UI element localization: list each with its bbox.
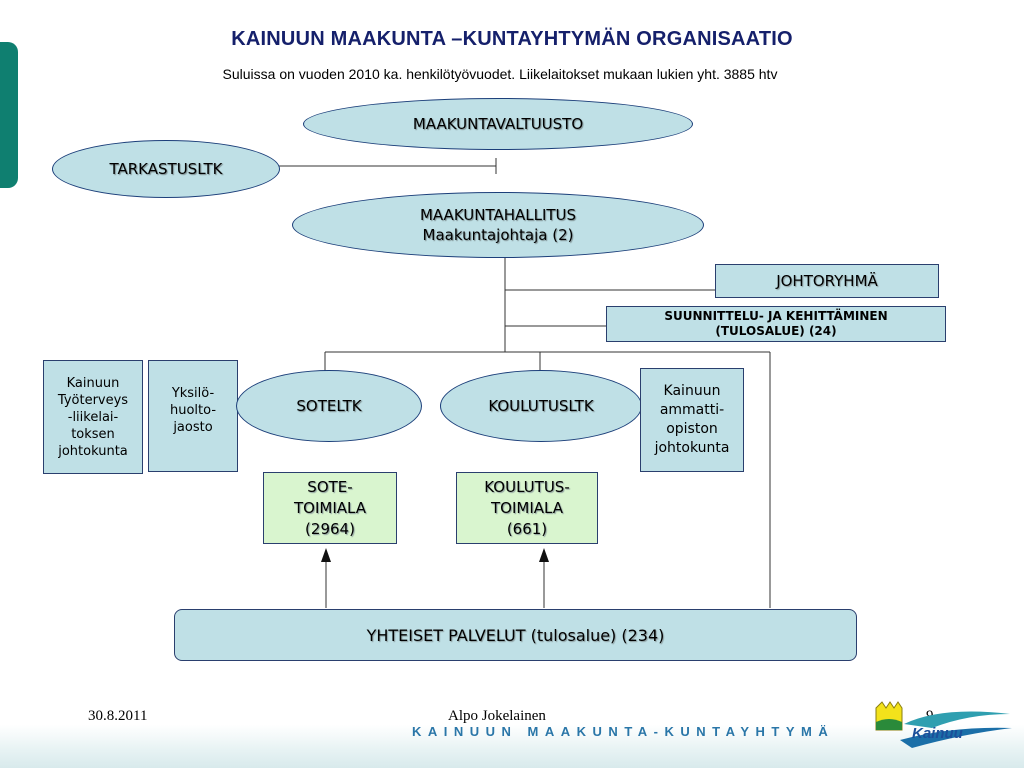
node-tyoterveys: Kainuun Työterveys -liikelai- toksen joh… bbox=[43, 360, 143, 474]
ammattiopisto-line: ammatti- bbox=[659, 402, 725, 418]
node-maakuntavaltuusto: MAAKUNTAVALTUUSTO bbox=[303, 98, 693, 150]
ammattiopisto-line: Kainuun bbox=[663, 383, 721, 399]
side-accent-tab bbox=[0, 42, 18, 188]
logo-text: Kainuu bbox=[912, 725, 963, 742]
node-johtoryhma-label: JOHTORYHMÄ bbox=[776, 272, 878, 290]
footer-brand-text: KAINUUN MAAKUNTA-KUNTAYHTYMÄ bbox=[412, 724, 835, 739]
tyoterveys-line: -liikelai- bbox=[67, 409, 119, 425]
footer-band bbox=[0, 720, 1024, 768]
tyoterveys-line: toksen bbox=[71, 426, 115, 442]
node-maakuntavaltuusto-label: MAAKUNTAVALTUUSTO bbox=[412, 115, 584, 133]
node-suunnittelu-line2: (TULOSALUE) (24) bbox=[715, 324, 837, 338]
page-title: KAINUUN MAAKUNTA –KUNTAYHTYMÄN ORGANISAA… bbox=[231, 28, 793, 50]
footer-author: Alpo Jokelainen bbox=[448, 708, 546, 724]
node-maakuntahallitus: MAAKUNTAHALLITUS Maakuntajohtaja (2) bbox=[292, 192, 704, 258]
node-koulutusltk-label: KOULUTUSLTK bbox=[488, 397, 594, 415]
node-koulutus-toimiala: KOULUTUS- TOIMIALA (661) bbox=[456, 472, 598, 544]
koulutus-toimiala-line: (661) bbox=[506, 519, 548, 538]
node-yksilohuolto: Yksilö- huolto- jaosto bbox=[148, 360, 238, 472]
node-yhteiset-palvelut-label: YHTEISET PALVELUT (tulosalue) (234) bbox=[366, 625, 665, 645]
footer-date: 30.8.2011 bbox=[88, 708, 148, 724]
sote-toimiala-line: SOTE- bbox=[307, 477, 353, 496]
ammattiopisto-line: opiston bbox=[666, 421, 718, 437]
ammattiopisto-line: johtokunta bbox=[654, 440, 730, 456]
node-soteltk: SOTELTK bbox=[236, 370, 422, 442]
node-koulutusltk: KOULUTUSLTK bbox=[440, 370, 642, 442]
node-johtoryhma: JOHTORYHMÄ bbox=[715, 264, 939, 298]
tyoterveys-line: johtokunta bbox=[58, 443, 128, 459]
node-tarkastusltk-label: TARKASTUSLTK bbox=[109, 160, 223, 178]
yksilohuolto-line: jaosto bbox=[173, 420, 213, 435]
yksilohuolto-line: huolto- bbox=[169, 403, 217, 418]
koulutus-toimiala-line: KOULUTUS- bbox=[484, 477, 570, 496]
sote-arrow-head bbox=[321, 548, 331, 562]
node-yhteiset-palvelut: YHTEISET PALVELUT (tulosalue) (234) bbox=[174, 609, 857, 661]
tyoterveys-line: Työterveys bbox=[57, 392, 129, 408]
node-maakuntahallitus-label: MAAKUNTAHALLITUS bbox=[419, 206, 577, 224]
node-soteltk-label: SOTELTK bbox=[296, 397, 362, 415]
sote-toimiala-line: TOIMIALA bbox=[294, 498, 366, 517]
koulutus-arrow-head bbox=[539, 548, 549, 562]
koulutus-toimiala-line: TOIMIALA bbox=[491, 498, 563, 517]
sote-toimiala-line: (2964) bbox=[305, 519, 355, 538]
node-suunnittelu-line1: SUUNNITTELU- JA KEHITTÄMINEN bbox=[664, 309, 888, 323]
node-sote-toimiala: SOTE- TOIMIALA (2964) bbox=[263, 472, 397, 544]
tyoterveys-line: Kainuun bbox=[66, 375, 120, 391]
node-tarkastusltk: TARKASTUSLTK bbox=[52, 140, 280, 198]
node-suunnittelu: SUUNNITTELU- JA KEHITTÄMINEN (TULOSALUE)… bbox=[606, 306, 946, 342]
node-maakuntajohtaja-label: Maakuntajohtaja (2) bbox=[422, 226, 574, 244]
kainuu-logo-icon: Kainuu bbox=[875, 701, 1012, 748]
yksilohuolto-line: Yksilö- bbox=[171, 386, 215, 401]
page-subtitle: Suluissa on vuoden 2010 ka. henkilötyövu… bbox=[222, 66, 778, 82]
node-ammattiopisto: Kainuun ammatti- opiston johtokunta bbox=[640, 368, 744, 472]
